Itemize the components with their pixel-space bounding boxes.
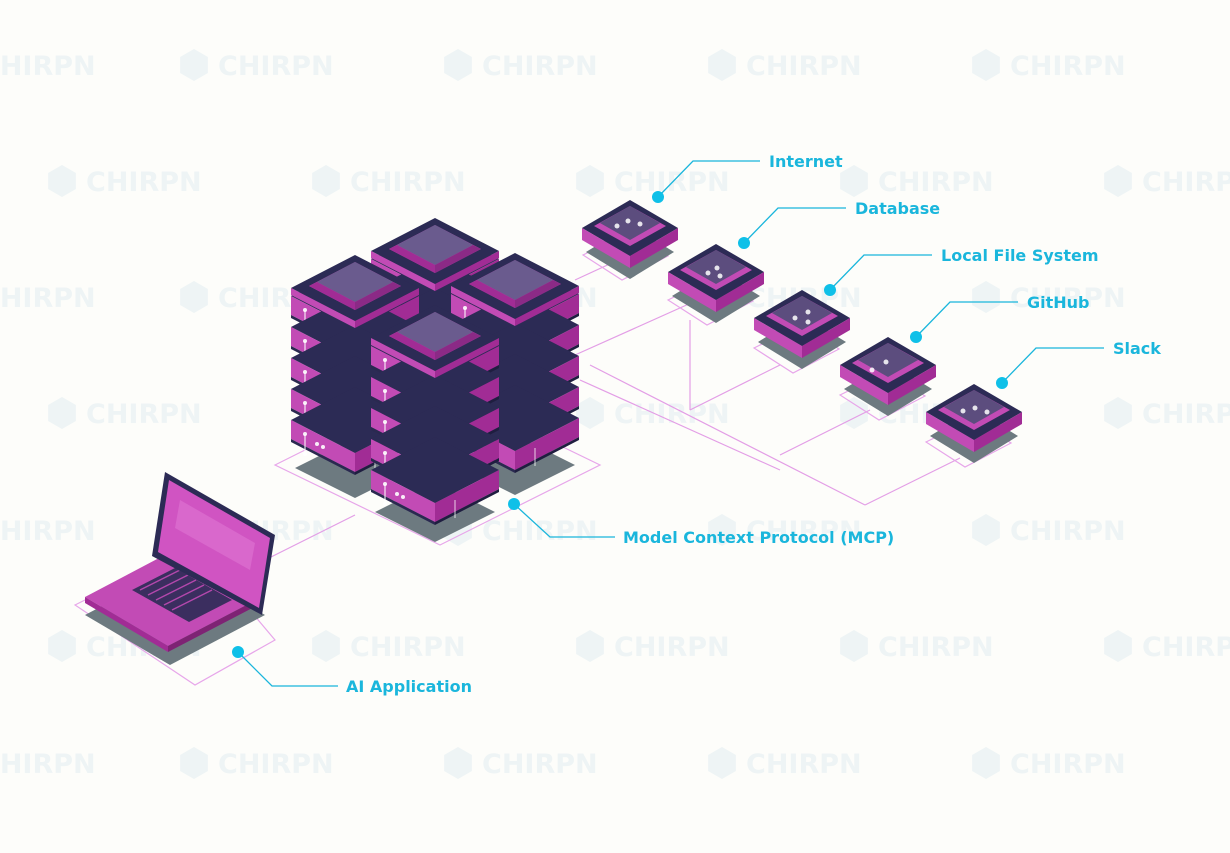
svg-text:CHIRPN: CHIRPN xyxy=(1010,516,1126,547)
watermark: CHIRPN xyxy=(444,747,598,780)
watermark: CHIRPN xyxy=(972,49,1126,82)
svg-text:CHIRPN: CHIRPN xyxy=(1010,749,1126,780)
svg-text:CHIRPN: CHIRPN xyxy=(350,632,466,663)
watermark: CHIRPN xyxy=(972,514,1126,547)
svg-text:CHIRPN: CHIRPN xyxy=(86,399,202,430)
watermark-layer: CHIRPN CHIRPN CHIRPN CHIRPN CHIRPN CHIRPN CHIR… xyxy=(0,49,1230,780)
slack-label: Slack xyxy=(1113,339,1161,358)
server-stack-icon xyxy=(290,218,580,542)
watermark: CHIRPN xyxy=(180,747,334,780)
svg-text:CHIRPN: CHIRPN xyxy=(0,51,96,82)
svg-text:CHIRPN: CHIRPN xyxy=(878,632,994,663)
watermark: CHIRPN xyxy=(972,281,1126,314)
watermark: CHIRPN xyxy=(708,747,862,780)
svg-text:CHIRPN: CHIRPN xyxy=(0,749,96,780)
svg-text:CHIRPN: CHIRPN xyxy=(350,167,466,198)
watermark: CHIRPN xyxy=(1104,630,1230,663)
svg-text:CHIRPN: CHIRPN xyxy=(746,749,862,780)
svg-text:CHIRPN: CHIRPN xyxy=(878,167,994,198)
svg-text:CHIRPN: CHIRPN xyxy=(482,516,598,547)
svg-text:CHIRPN: CHIRPN xyxy=(746,51,862,82)
watermark: CHIRPN xyxy=(1104,397,1230,430)
watermark: CHIRPN xyxy=(1104,165,1230,198)
svg-text:CHIRPN: CHIRPN xyxy=(482,51,598,82)
watermark: CHIRPN xyxy=(444,49,598,82)
svg-text:CHIRPN: CHIRPN xyxy=(1142,399,1230,430)
database-label: Database xyxy=(855,199,940,218)
local-file-system-label: Local File System xyxy=(941,246,1099,265)
internet-label: Internet xyxy=(769,152,843,171)
svg-text:CHIRPN: CHIRPN xyxy=(1010,51,1126,82)
svg-text:CHIRPN: CHIRPN xyxy=(614,632,730,663)
laptop-icon xyxy=(85,472,275,665)
svg-text:CHIRPN: CHIRPN xyxy=(1142,632,1230,663)
mcp-label: Model Context Protocol (MCP) xyxy=(623,528,894,547)
svg-text:CHIRPN: CHIRPN xyxy=(746,516,862,547)
watermark: CHIRPN xyxy=(180,49,334,82)
internet-server-icon xyxy=(582,200,678,279)
watermark: CHIRPN xyxy=(0,516,96,547)
watermark: CHIRPN xyxy=(708,514,862,547)
watermark: CHIRPN xyxy=(0,51,96,82)
watermark: CHIRPN xyxy=(708,49,862,82)
svg-text:CHIRPN: CHIRPN xyxy=(86,167,202,198)
watermark: CHIRPN xyxy=(48,397,202,430)
service-blocks xyxy=(582,200,1022,463)
watermark: CHIRPN xyxy=(840,165,994,198)
svg-text:CHIRPN: CHIRPN xyxy=(0,283,96,314)
watermark: CHIRPN xyxy=(312,630,466,663)
watermark: CHIRPN xyxy=(0,283,96,314)
watermark: CHIRPN xyxy=(48,165,202,198)
svg-text:CHIRPN: CHIRPN xyxy=(1010,283,1126,314)
github-label: GitHub xyxy=(1027,293,1090,312)
callouts: Internet Database Local File System GitH… xyxy=(232,152,1161,696)
watermark: CHIRPN xyxy=(576,630,730,663)
watermark: CHIRPN xyxy=(576,165,730,198)
watermark: CHIRPN xyxy=(312,165,466,198)
watermark: CHIRPN xyxy=(972,747,1126,780)
svg-text:CHIRPN: CHIRPN xyxy=(1142,167,1230,198)
watermark: CHIRPN xyxy=(0,749,96,780)
svg-text:CHIRPN: CHIRPN xyxy=(218,749,334,780)
svg-text:CHIRPN: CHIRPN xyxy=(0,516,96,547)
ai-application-label: AI Application xyxy=(346,677,472,696)
svg-text:CHIRPN: CHIRPN xyxy=(482,749,598,780)
watermark: CHIRPN xyxy=(180,281,334,314)
watermark: CHIRPN xyxy=(840,630,994,663)
svg-text:CHIRPN: CHIRPN xyxy=(218,51,334,82)
